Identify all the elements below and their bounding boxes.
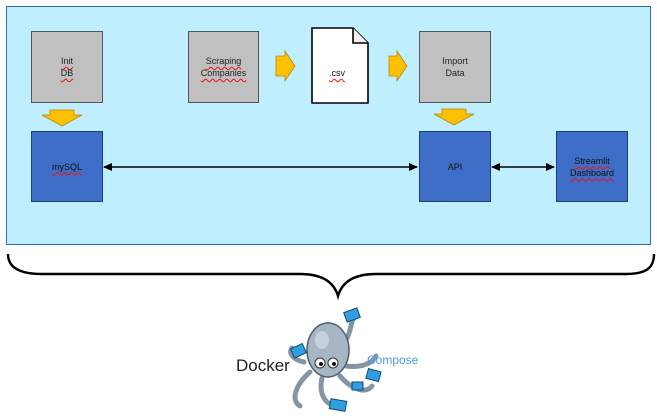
mysql-box: mySQL bbox=[31, 131, 103, 202]
docker-compose-octopus-icon bbox=[288, 307, 382, 412]
mysql-label: mySQL bbox=[51, 161, 82, 172]
init-db-box: Init DB bbox=[31, 31, 103, 103]
api-box: API bbox=[419, 131, 491, 202]
csv-label-text: .csv bbox=[329, 68, 346, 78]
streamlit-dashboard-box: Streamlit Dashboard bbox=[556, 131, 628, 202]
scraping-companies-label: Scraping Companies bbox=[200, 56, 247, 78]
docker-label: Docker bbox=[236, 356, 290, 375]
csv-document-icon bbox=[311, 27, 369, 104]
import-data-box: Import Data bbox=[419, 31, 491, 103]
init-db-label: Init DB bbox=[60, 56, 74, 78]
compose-label: Compose bbox=[367, 353, 419, 367]
orange-arrow-down-2 bbox=[433, 108, 475, 126]
curly-brace bbox=[6, 253, 656, 301]
import-data-label: Import Data bbox=[442, 56, 468, 78]
orange-arrow-right-1 bbox=[275, 49, 296, 83]
api-label: API bbox=[447, 161, 463, 172]
scraping-companies-box: Scraping Companies bbox=[188, 31, 259, 103]
csv-label: .csv bbox=[329, 68, 345, 78]
orange-arrow-down-1 bbox=[41, 109, 83, 127]
streamlit-dashboard-label: Streamlit Dashboard bbox=[569, 155, 615, 178]
orange-arrow-right-2 bbox=[388, 49, 408, 83]
